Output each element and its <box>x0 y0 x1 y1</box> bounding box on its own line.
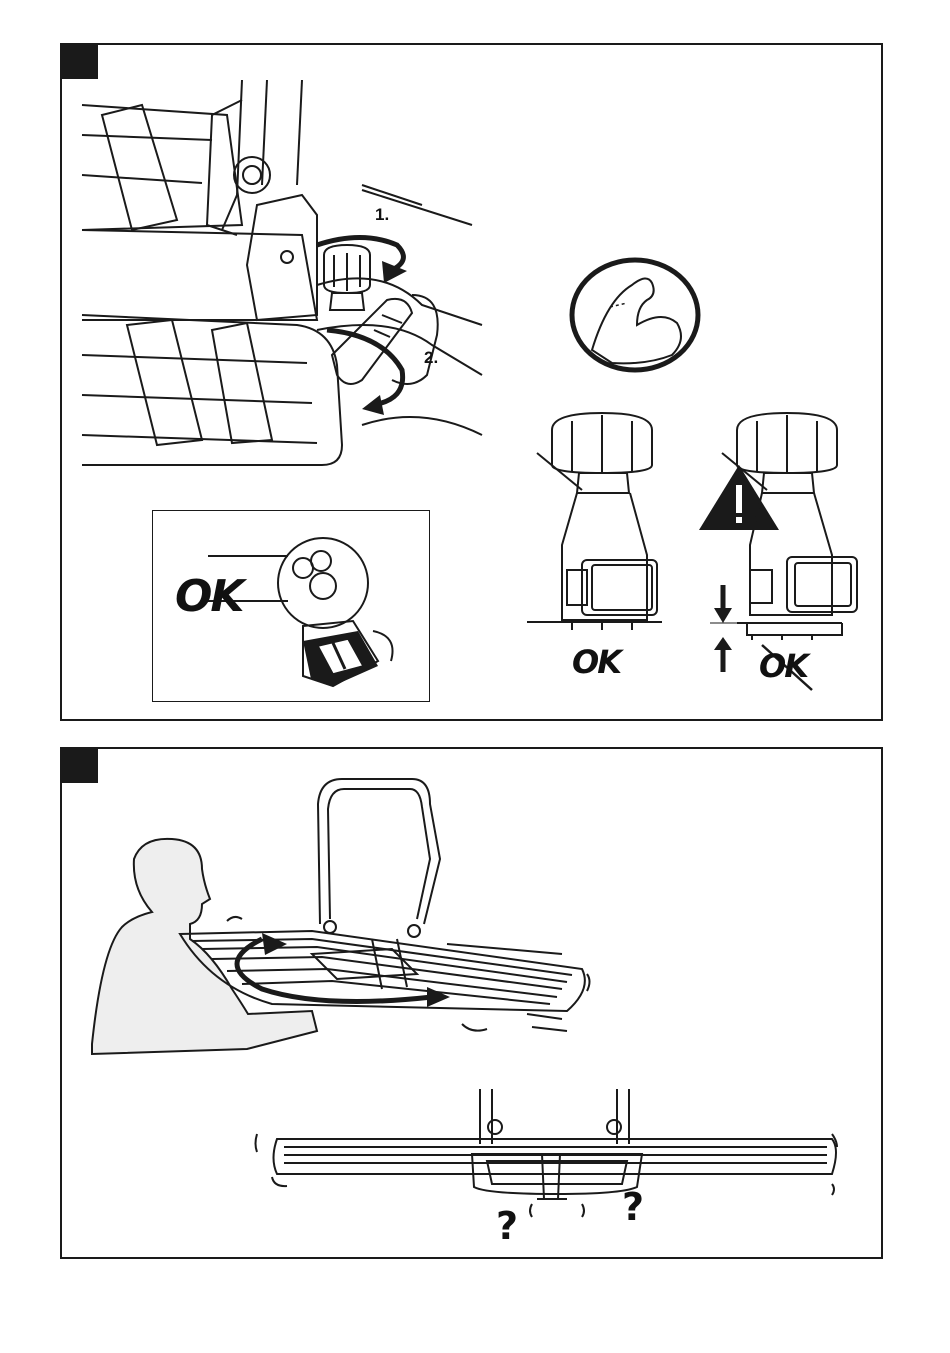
inset-ok-label: OK <box>175 571 243 622</box>
question-mark-left: ? <box>496 1204 518 1248</box>
step-label-first: 1. <box>375 205 389 225</box>
inset-ball-check: OK <box>152 510 430 702</box>
compare-ok-label: OK <box>572 643 620 681</box>
warning-triangle-icon <box>699 465 779 530</box>
question-mark-right: ? <box>622 1185 644 1229</box>
person-silhouette <box>92 839 317 1054</box>
carrier-rotation-illustration <box>62 749 885 1261</box>
instruction-panel-top: 1. 2. OK OK OK <box>60 43 883 721</box>
compare-not-ok-label: OK <box>759 647 807 685</box>
instruction-panel-bottom: ? ? <box>60 747 883 1259</box>
clamp-correct-illustration <box>527 413 662 630</box>
carrier-frame-perspective <box>180 779 585 1031</box>
flexed-arm-icon <box>572 260 698 370</box>
arrow-head-2 <box>362 395 384 415</box>
carrier-frame-front <box>274 1089 837 1199</box>
step-label-second: 2. <box>424 348 438 368</box>
